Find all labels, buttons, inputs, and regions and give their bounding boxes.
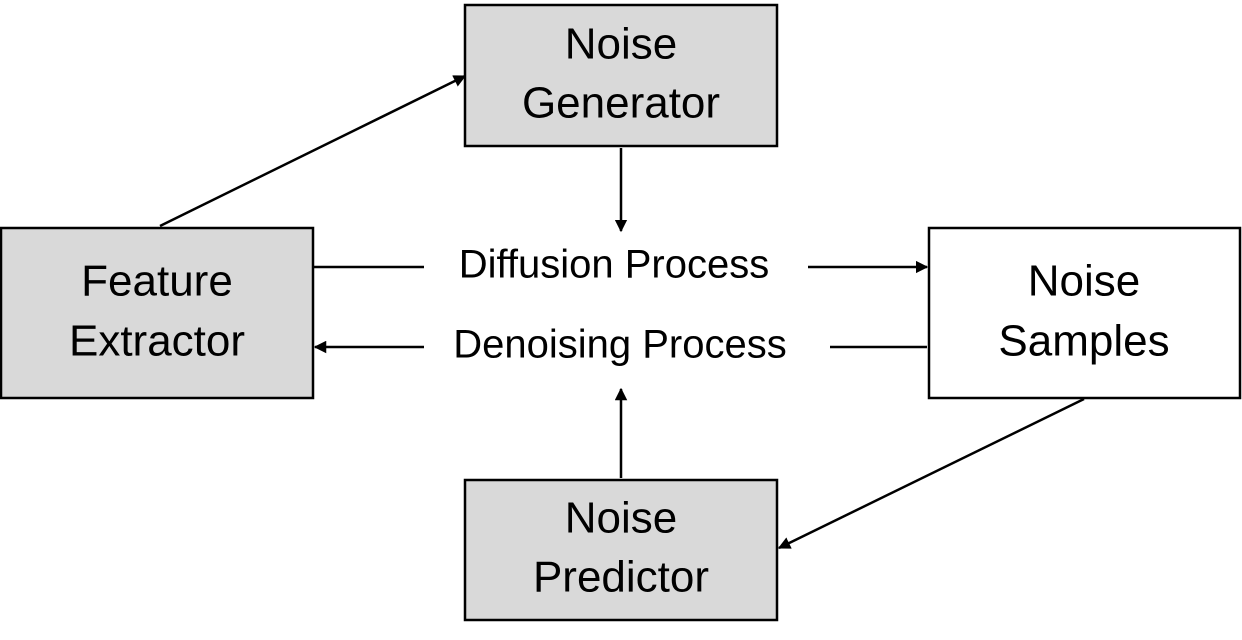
noise-samples-label-line1: Noise xyxy=(1028,257,1141,306)
feature-extractor-box: Feature Extractor xyxy=(0,226,315,400)
noise-predictor-label-line1: Noise xyxy=(565,494,678,543)
denoising-process-label: Denoising Process xyxy=(453,323,787,367)
feature-extractor-rect xyxy=(0,226,315,400)
edge-samples-to-predictor xyxy=(777,397,1085,550)
noise-samples-box: Noise Samples xyxy=(927,226,1242,400)
noise-predictor-rect xyxy=(463,478,779,622)
noise-generator-label-line1: Noise xyxy=(565,20,678,69)
noise-predictor-box: Noise Predictor xyxy=(463,478,779,622)
edge-extractor-to-generator xyxy=(159,74,467,228)
noise-predictor-label-line2: Predictor xyxy=(533,553,709,602)
feature-extractor-label-line1: Feature xyxy=(81,257,233,306)
noise-samples-rect xyxy=(927,226,1242,400)
noise-generator-rect xyxy=(463,3,779,148)
feature-extractor-label-line2: Extractor xyxy=(69,317,245,366)
diffusion-process-label: Diffusion Process xyxy=(459,243,770,287)
noise-generator-box: Noise Generator xyxy=(463,3,779,148)
noise-samples-label-line2: Samples xyxy=(998,317,1169,366)
noise-generator-label-line2: Generator xyxy=(522,79,720,128)
